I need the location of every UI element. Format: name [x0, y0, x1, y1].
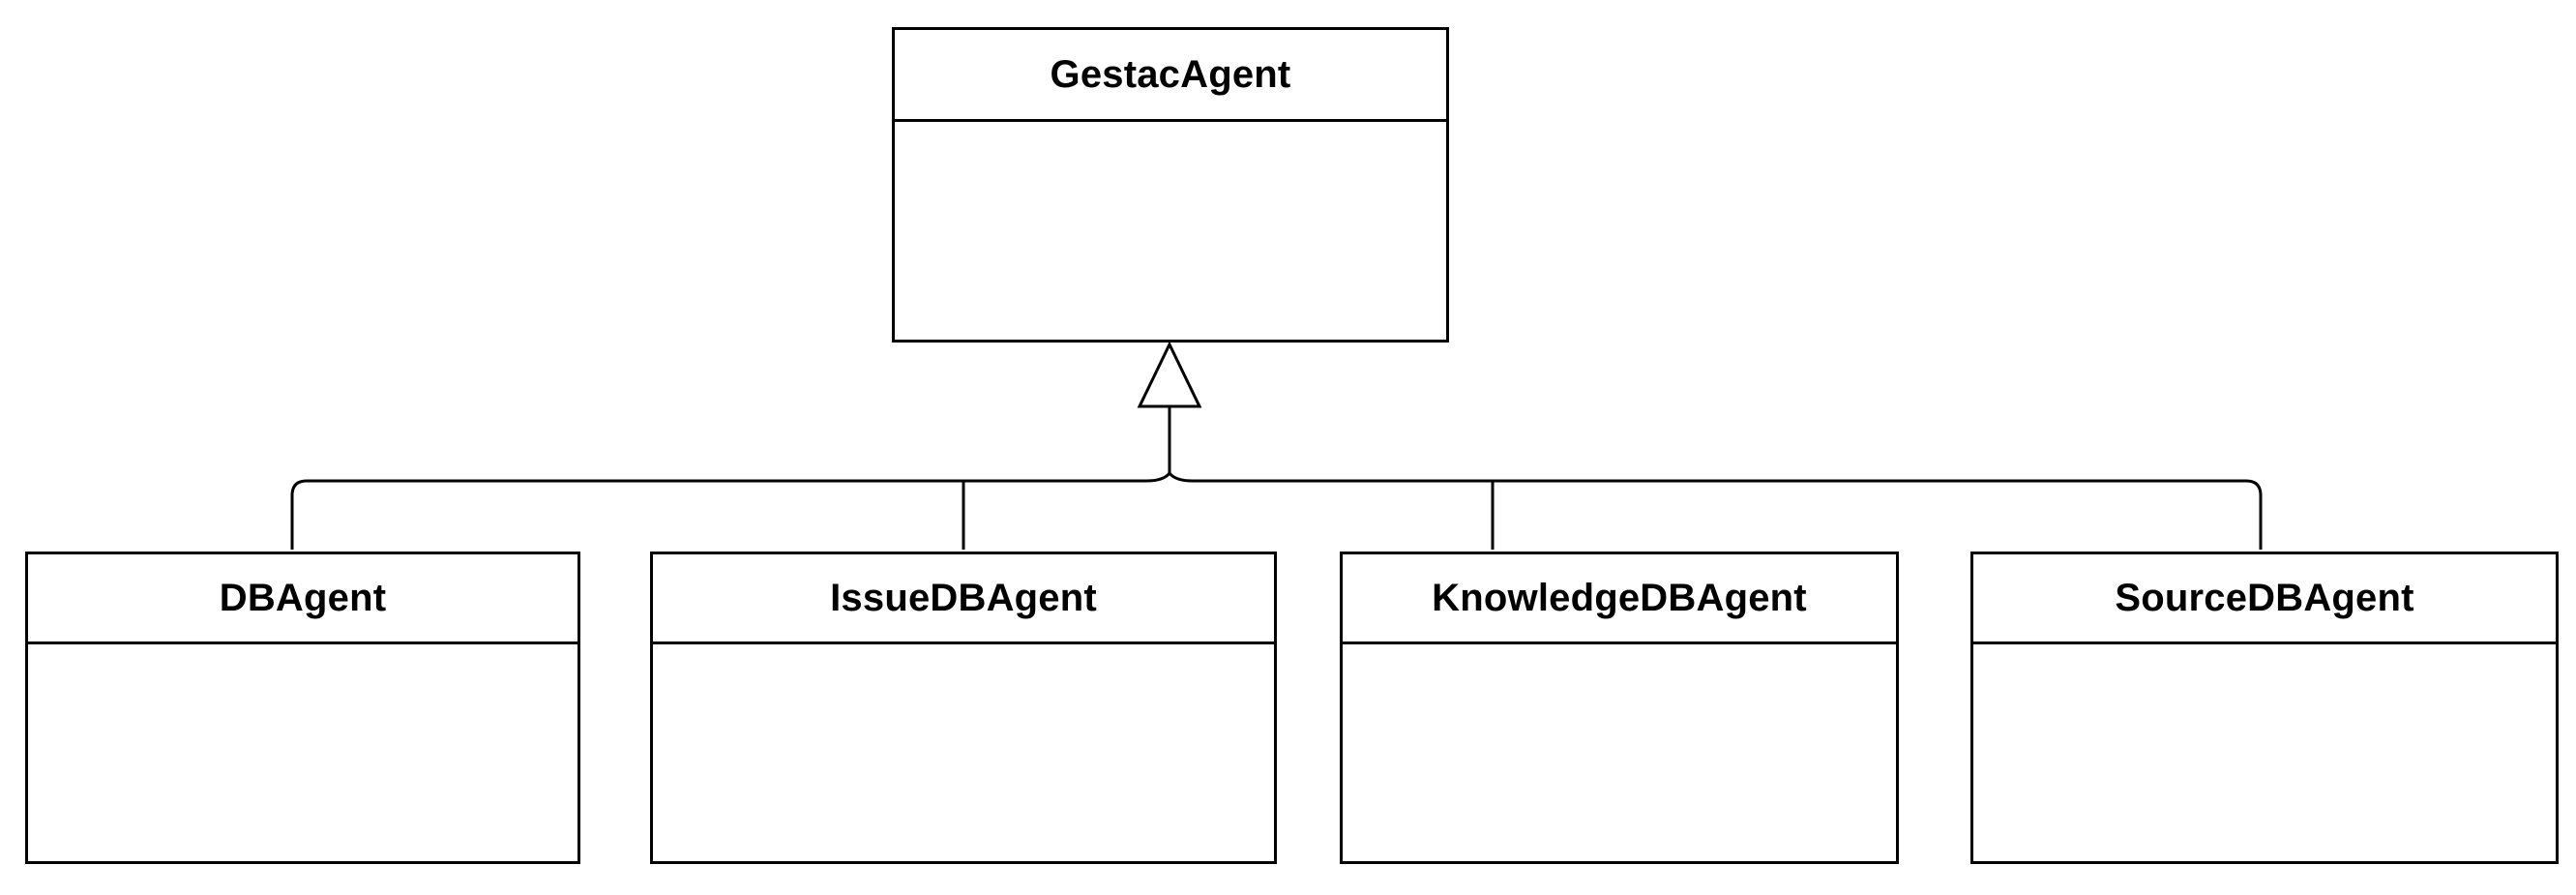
class-name-gestac-agent: GestacAgent — [895, 30, 1446, 122]
class-box-knowledge-db-agent[interactable]: KnowledgeDBAgent — [1340, 552, 1899, 864]
class-box-db-agent[interactable]: DBAgent — [25, 552, 580, 864]
class-attributes-issue-db-agent — [653, 644, 1274, 861]
class-name-knowledge-db-agent: KnowledgeDBAgent — [1343, 554, 1896, 644]
class-box-source-db-agent[interactable]: SourceDBAgent — [1970, 552, 2559, 864]
class-attributes-gestac-agent — [895, 122, 1446, 340]
class-attributes-source-db-agent — [1973, 644, 2556, 861]
class-name-issue-db-agent: IssueDBAgent — [653, 554, 1274, 644]
class-name-db-agent: DBAgent — [28, 554, 577, 644]
inheritance-triangle-icon — [1137, 341, 1202, 408]
class-attributes-knowledge-db-agent — [1343, 644, 1896, 861]
class-box-issue-db-agent[interactable]: IssueDBAgent — [650, 552, 1277, 864]
class-box-gestac-agent[interactable]: GestacAgent — [892, 27, 1449, 343]
class-name-source-db-agent: SourceDBAgent — [1973, 554, 2556, 644]
generalization-bus-path — [290, 470, 2263, 550]
class-attributes-db-agent — [28, 644, 577, 861]
